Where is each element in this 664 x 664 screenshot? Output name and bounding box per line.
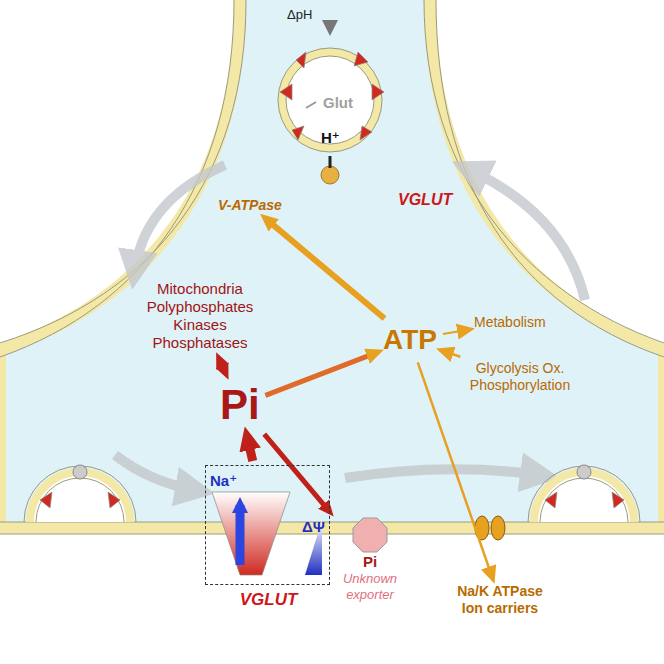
exporter-text: Unknown exporter: [331, 571, 409, 602]
transporter-label: VGLUT: [398, 191, 452, 209]
phosphate-label-text: Pi: [220, 380, 260, 430]
pump-label: V-ATPase: [216, 195, 284, 216]
ion-label: ΔΨ: [302, 518, 325, 535]
flow-arrow: [443, 351, 461, 357]
ion-label: Na⁺: [210, 472, 237, 490]
transporter-label: VGLUT: [206, 590, 331, 610]
exporter-symbol: [352, 517, 388, 553]
ion-label: H⁺: [321, 129, 340, 147]
cargo-label: Glut: [323, 94, 353, 111]
flow-arrow: [443, 330, 468, 334]
process-label-text: Glycolysis Ox. Phosphorylation: [445, 360, 595, 394]
gradient-label: ΔpH: [287, 7, 312, 22]
process-label-text: Metabolism: [474, 314, 546, 331]
transporter-box: Na⁺ΔΨVGLUT: [205, 465, 330, 585]
source-list-text: Mitochondria Polyphosphates Kinases Phos…: [135, 280, 265, 352]
flow-arrow: [247, 436, 253, 461]
phosphate-label: Pi: [218, 378, 262, 432]
flow-arrow: [219, 358, 226, 375]
source-list: Mitochondria Polyphosphates Kinases Phos…: [133, 278, 267, 354]
pump-label-text: Na/K ATPase Ion carriers: [448, 583, 552, 617]
flow-arrow: [265, 218, 384, 318]
flow-arrow: [418, 362, 492, 577]
flow-arrow: [265, 352, 377, 395]
atp-label-text: ATP: [383, 323, 437, 357]
exporter: PiUnknown exporter: [329, 515, 411, 604]
process-label: Metabolism: [472, 312, 548, 333]
pump-label-text: V-ATPase: [218, 197, 282, 214]
flow-arrow: [264, 434, 330, 512]
process-label: Glycolysis Ox. Phosphorylation: [443, 358, 597, 396]
exporter-text: Pi: [331, 553, 409, 571]
pump-label: Na/K ATPase Ion carriers: [446, 581, 554, 619]
atp-label: ATP: [381, 321, 439, 359]
